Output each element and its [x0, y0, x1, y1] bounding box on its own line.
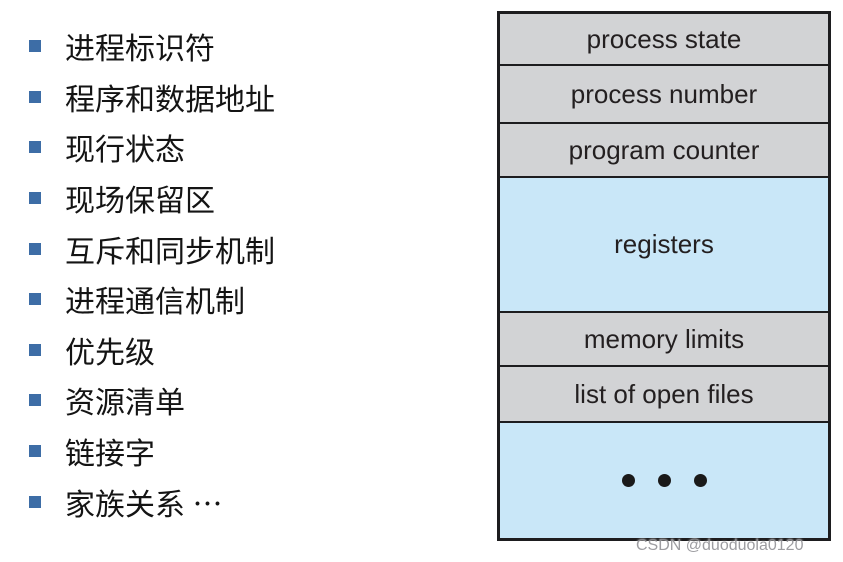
pcb-row-program-counter: program counter: [500, 124, 828, 178]
list-item-label: 互斥和同步机制: [65, 235, 275, 269]
bullet-square-icon: [29, 242, 41, 255]
list-item-label: 程序和数据地址: [65, 83, 275, 117]
bullet-square-icon: [29, 343, 41, 356]
pcb-row-label: process state: [586, 23, 742, 54]
list-item-label: 进程标识符: [65, 33, 215, 67]
dot-icon: [693, 474, 707, 487]
list-item: 家族关系 ⋯: [29, 476, 459, 527]
bullet-square-icon: [29, 394, 41, 407]
bullet-square-icon: [29, 192, 41, 205]
pcb-row-label: program counter: [568, 134, 760, 165]
list-item: 互斥和同步机制: [29, 223, 459, 274]
bullet-square-icon: [29, 90, 41, 103]
pcb-row-ellipsis: [500, 423, 828, 538]
pcb-row-registers: registers: [500, 178, 828, 313]
list-item: 链接字: [29, 426, 459, 477]
dot-icon: [657, 474, 671, 487]
csdn-watermark: CSDN @duoduola0120: [636, 537, 804, 554]
list-item: 进程通信机制: [29, 274, 459, 325]
pcb-row-label: process number: [570, 78, 758, 109]
list-item: 现行状态: [29, 122, 459, 173]
bullet-square-icon: [29, 40, 41, 53]
list-item-label: 家族关系 ⋯: [65, 488, 223, 522]
pcb-row-process-number: process number: [500, 66, 828, 124]
pcb-row-label: list of open files: [574, 378, 754, 409]
list-item-label: 资源清单: [65, 387, 185, 421]
bullet-square-icon: [29, 445, 41, 458]
pcb-row-process-state: process state: [500, 14, 828, 66]
list-item-label: 优先级: [65, 336, 155, 370]
list-item: 程序和数据地址: [29, 72, 459, 123]
pcb-content-list: 进程标识符程序和数据地址现行状态现场保留区互斥和同步机制进程通信机制优先级资源清…: [29, 21, 459, 527]
list-item-label: 现行状态: [65, 134, 185, 168]
list-item: 现场保留区: [29, 173, 459, 224]
bullet-square-icon: [29, 141, 41, 154]
pcb-structure-diagram: process state process number program count…: [497, 11, 831, 541]
pcb-row-list-of-open-files: list of open files: [500, 367, 828, 423]
ellipsis-dots-icon: [621, 474, 707, 487]
bullet-square-icon: [29, 293, 41, 306]
bullet-square-icon: [29, 495, 41, 508]
list-item-label: 现场保留区: [65, 185, 215, 219]
list-item: 资源清单: [29, 375, 459, 426]
dot-icon: [621, 474, 635, 487]
list-item-label: 进程通信机制: [65, 286, 245, 320]
list-item: 进程标识符: [29, 21, 459, 72]
pcb-row-label: memory limits: [583, 323, 745, 354]
pcb-row-memory-limits: memory limits: [500, 313, 828, 367]
list-item-label: 链接字: [65, 438, 155, 472]
list-item: 优先级: [29, 325, 459, 376]
pcb-row-label: registers: [614, 229, 714, 259]
